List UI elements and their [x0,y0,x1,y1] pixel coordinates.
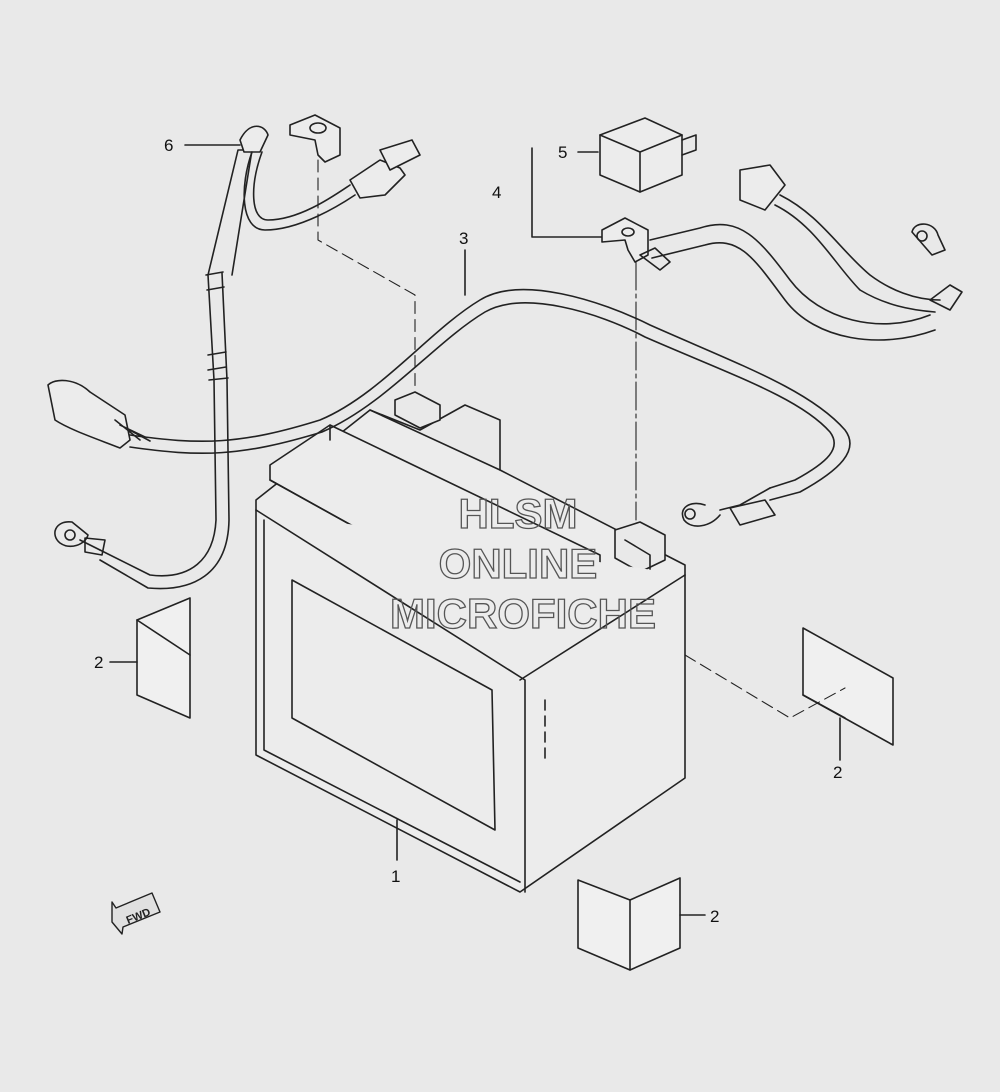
watermark-line-3: MICROFICHE [390,590,656,637]
forward-arrow-icon: FWD [111,892,161,935]
starter-lead [47,288,851,527]
callout-3[interactable]: 3 [459,229,468,248]
callout-4[interactable]: 4 [492,183,501,202]
callout-5[interactable]: 5 [558,143,567,162]
battery-pad-left [136,597,191,719]
callout-2-left[interactable]: 2 [94,653,103,672]
battery-pad-right [684,627,894,746]
callout-1[interactable]: 1 [391,867,400,886]
callout-2-bottom[interactable]: 2 [710,907,719,926]
callout-6[interactable]: 6 [164,136,173,155]
upper-harness [243,114,421,391]
watermark-line-2: ONLINE [439,540,598,587]
relay-harness [601,164,963,521]
battery-pad-bottom [577,877,681,971]
watermark-line-1: HLSM [459,490,578,537]
battery [255,391,686,893]
starter-relay [599,117,697,193]
watermark: HLSM ONLINE MICROFICHE [389,489,656,637]
ground-lead [54,125,269,590]
callout-2-right[interactable]: 2 [833,763,842,782]
